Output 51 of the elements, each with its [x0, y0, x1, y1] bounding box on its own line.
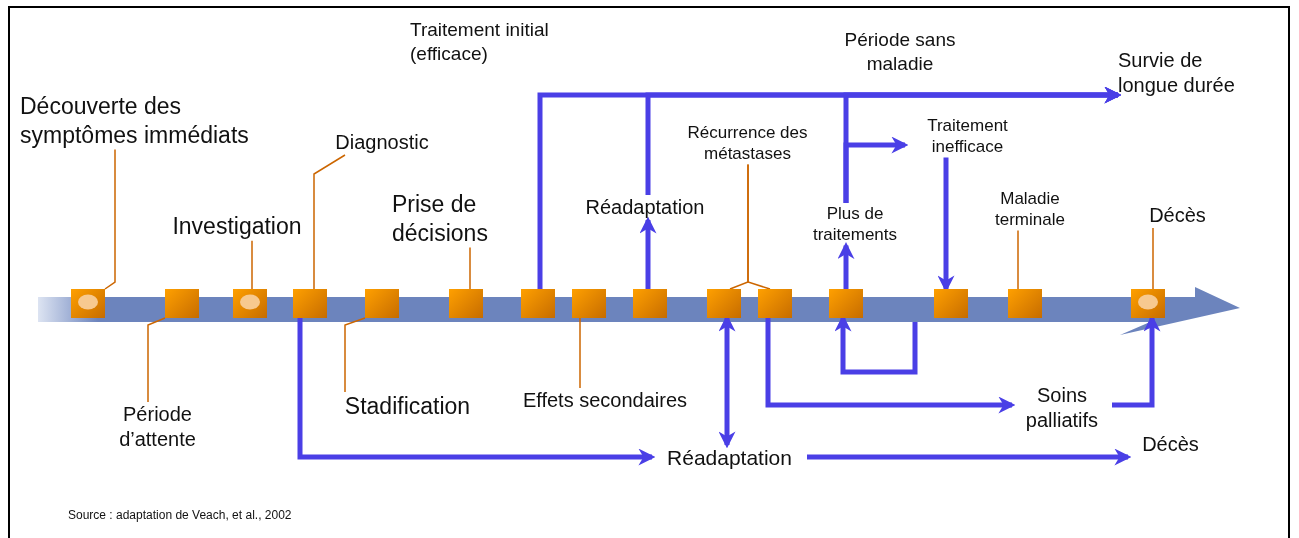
arrow [837, 242, 855, 289]
leader-line [747, 163, 771, 290]
leader-line [147, 317, 166, 403]
leader-line [1017, 229, 1019, 290]
stage-label: Soins palliatifs [1012, 383, 1112, 433]
milestone-square [707, 289, 741, 318]
milestone-square [233, 289, 267, 318]
stage-label: Diagnostic [322, 130, 442, 155]
stage-label: Récurrence des métastases [665, 122, 830, 165]
milestone-square [71, 289, 105, 318]
stage-label: Maladie terminale [975, 188, 1085, 231]
milestone-square [449, 289, 483, 318]
stage-label: Plus de traitements [795, 203, 915, 246]
arrow [807, 448, 1132, 466]
stage-label: Prise de décisions [392, 190, 512, 248]
phase-label: Période sans maladie [843, 28, 957, 76]
leader-line [344, 317, 366, 393]
stage-label: Réadaptation [570, 195, 720, 220]
stage-label: Décès [1128, 432, 1213, 457]
milestone-square [521, 289, 555, 318]
leader-line [104, 148, 116, 290]
milestone-square [1008, 289, 1042, 318]
milestone-square [293, 289, 327, 318]
stage-label: Période d’attente [100, 402, 215, 452]
leader-line [251, 240, 253, 290]
milestone-square [365, 289, 399, 318]
stage-label: Décès [1135, 203, 1220, 228]
arrow [765, 318, 1016, 414]
arrow [639, 216, 657, 289]
milestone-square [829, 289, 863, 318]
milestone-square [758, 289, 792, 318]
milestone-square [165, 289, 199, 318]
stage-label: Survie de longue durée [1118, 48, 1238, 98]
leader-line [579, 317, 581, 389]
stage-label: Effets secondaires [500, 388, 710, 413]
milestone-square [633, 289, 667, 318]
stage-label: Traitement inefficace [905, 115, 1030, 158]
stage-label: Découverte des symptômes immédiats [20, 92, 290, 150]
stage-label: Investigation [152, 212, 322, 241]
phase-label: Traitement initial (efficace) [410, 18, 550, 66]
leader-line [469, 246, 471, 290]
leader-line [313, 154, 346, 290]
arrow [843, 136, 909, 203]
leader-line [1152, 227, 1154, 290]
stage-label: Stadification [325, 392, 490, 421]
source-note: Source : adaptation de Veach, et al., 2002 [68, 508, 292, 523]
milestone-square [572, 289, 606, 318]
milestone-square [1131, 289, 1165, 318]
stage-label: Réadaptation [652, 445, 807, 472]
milestone-square [934, 289, 968, 318]
arrow [297, 318, 656, 466]
